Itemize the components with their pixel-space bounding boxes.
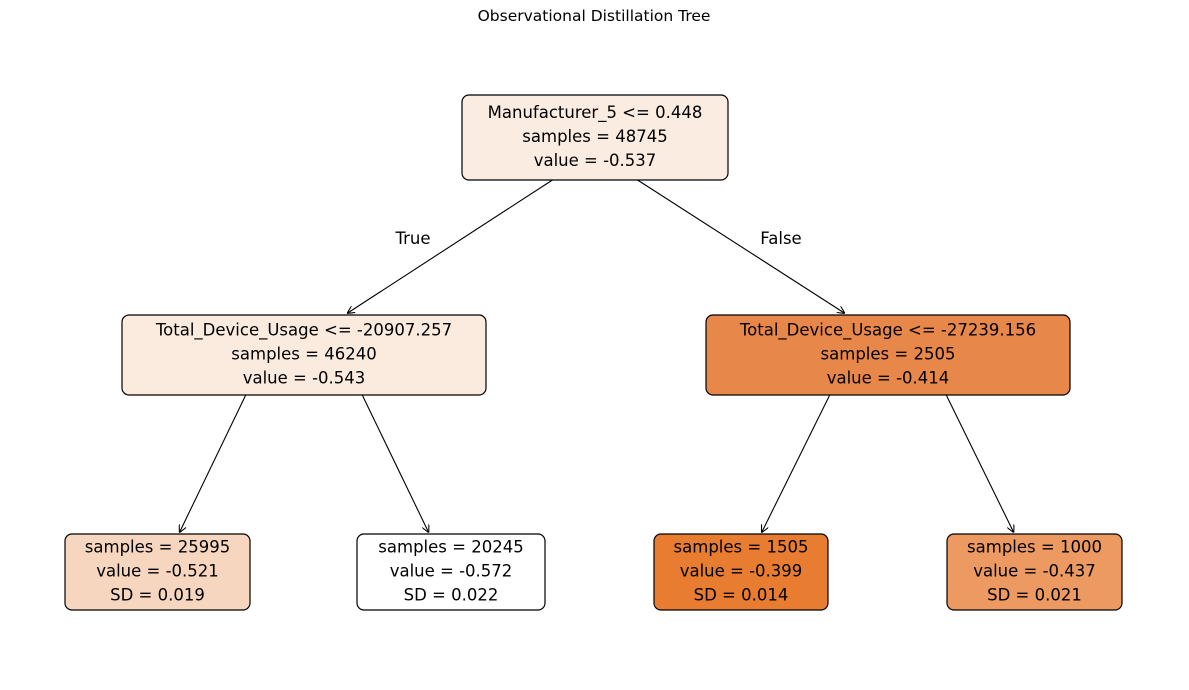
node-text-line: value = -0.414 [827, 369, 950, 388]
tree-edge-n1-to-l2 [361, 394, 428, 532]
edge-label-false: False [760, 229, 801, 248]
edge-label-true: True [394, 229, 430, 248]
node-box [64, 533, 251, 611]
node-text-line: value = -0.543 [243, 369, 366, 388]
tree-edge-root-to-n2 [637, 179, 845, 313]
node-box [653, 533, 829, 611]
node-text-line: Total_Device_Usage <= -20907.257 [155, 321, 452, 341]
tree-edge-n2-to-l4 [945, 394, 1013, 532]
node-text-line: samples = 20245 [378, 538, 523, 557]
node-text-line: samples = 1000 [967, 538, 1102, 557]
split-node-root[interactable]: Manufacturer_5 <= 0.448 samples = 48745 va… [461, 94, 729, 181]
node-text-line: value = -0.537 [534, 151, 657, 170]
node-text-line: value = -0.572 [390, 562, 513, 581]
tree-edge-root-to-n1 [348, 179, 553, 313]
node-text-line: SD = 0.019 [110, 586, 205, 605]
edge-labels-layer: True False [394, 229, 801, 248]
node-text-line: Manufacturer_5 <= 0.448 [488, 103, 703, 123]
node-text-line: value = -0.521 [96, 562, 219, 581]
tree-edge-n2-to-l3 [762, 394, 831, 532]
nodes-layer: Manufacturer_5 <= 0.448 samples = 48745 va… [64, 94, 1123, 611]
figure-title: Observational Distillation Tree [478, 7, 711, 25]
node-text-line: samples = 2505 [821, 345, 956, 364]
leaf-node-l4[interactable]: samples = 1000 value = -0.437 SD = 0.021 [946, 533, 1123, 611]
node-text-line: SD = 0.014 [694, 586, 789, 605]
node-box [121, 314, 487, 396]
node-text-line: samples = 1505 [674, 538, 809, 557]
node-text-line: samples = 48745 [522, 127, 667, 146]
leaf-node-l3[interactable]: samples = 1505 value = -0.399 SD = 0.014 [653, 533, 829, 611]
node-text-line: SD = 0.022 [404, 586, 499, 605]
node-box [705, 314, 1071, 396]
leaf-node-l2[interactable]: samples = 20245 value = -0.572 SD = 0.022 [356, 533, 546, 611]
tree-edge-n1-to-l1 [180, 394, 247, 532]
split-node-n1[interactable]: Total_Device_Usage <= -20907.257 samples … [121, 314, 487, 396]
node-text-line: samples = 25995 [85, 538, 230, 557]
edges-layer [180, 179, 1014, 532]
node-box [461, 94, 729, 181]
node-text-line: value = -0.437 [973, 562, 1096, 581]
node-text-line: samples = 46240 [231, 345, 376, 364]
node-box [356, 533, 546, 611]
split-node-n2[interactable]: Total_Device_Usage <= -27239.156 samples … [705, 314, 1071, 396]
node-text-line: value = -0.399 [680, 562, 803, 581]
node-box [946, 533, 1123, 611]
leaf-node-l1[interactable]: samples = 25995 value = -0.521 SD = 0.019 [64, 533, 251, 611]
node-text-line: Total_Device_Usage <= -27239.156 [739, 321, 1036, 341]
node-text-line: SD = 0.021 [987, 586, 1082, 605]
